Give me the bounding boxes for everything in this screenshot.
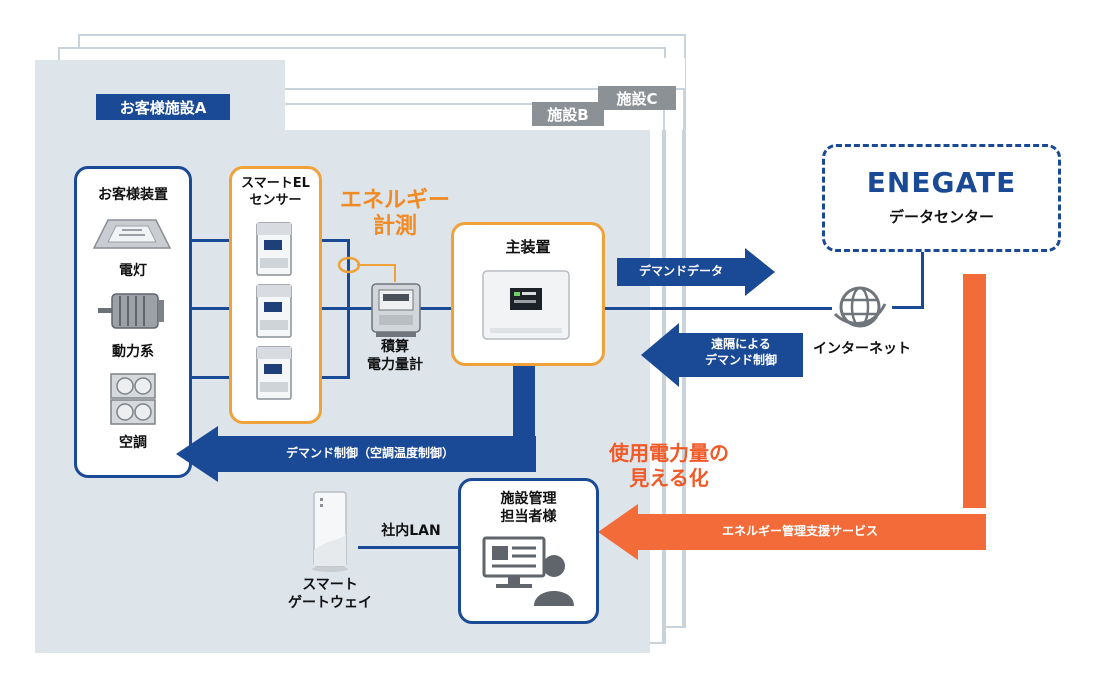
line-ct-to-meter-h (357, 264, 395, 266)
smart-gateway-label: スマート ゲートウェイ (288, 577, 372, 612)
sensor-device-1-icon (256, 222, 292, 276)
energy-service-arrow (598, 504, 986, 560)
facility-b-tag: 施設B (532, 102, 604, 126)
smart-gateway-icon (312, 491, 348, 572)
energy-measurement-label: エネルギー 計測 (339, 188, 450, 240)
line-lan (358, 546, 458, 549)
demand-control-label: デマンド制御（空調温度制御） (285, 446, 454, 460)
line-sensor-bus-2 (314, 307, 350, 310)
remote-control-label: 遠隔による デマンド制御 (704, 337, 777, 367)
demand-data-arrow (617, 248, 775, 296)
main-device-title: 主装置 (505, 238, 551, 256)
equipment-power-label: 動力系 (112, 344, 154, 360)
main-device-icon (482, 270, 570, 340)
facility-c-tag: 施設C (598, 86, 676, 110)
customer-equipment-title: お客様装置 (98, 187, 168, 203)
line-equip-sensor-3 (190, 376, 232, 379)
smart-el-sensor-title: スマートEL センサー (241, 176, 310, 208)
equipment-light-label: 電灯 (119, 263, 147, 279)
line-equip-sensor-2 (190, 307, 232, 310)
ceiling-light-icon (92, 219, 172, 249)
line-sensor-bus-3 (314, 376, 350, 379)
demand-control-arrow (176, 426, 536, 482)
remote-control-arrow (641, 323, 803, 387)
visualization-label: 使用電力量の 見える化 (609, 441, 729, 490)
sensor-device-2-icon (256, 284, 292, 338)
sensor-device-3-icon (256, 346, 292, 400)
current-transformer-icon (337, 256, 361, 274)
demand-data-label: デマンドデータ (638, 264, 723, 278)
enegate-logo: ENEGATE (866, 166, 1017, 199)
line-equip-sensor-1 (190, 239, 232, 242)
data-center-label: データセンター (888, 208, 994, 226)
facility-a-notch-line-c (285, 88, 685, 90)
line-main-internet (600, 307, 832, 310)
line-internet-dc-v (921, 246, 924, 309)
electricity-meter-icon (371, 283, 421, 337)
facility-a-notch-line-top (285, 103, 667, 105)
equipment-aircon-label: 空調 (119, 435, 147, 451)
facility-manager-label: 施設管理 担当者様 (500, 491, 557, 526)
line-main-down (513, 362, 535, 454)
internet-label: インターネット (813, 341, 911, 357)
air-conditioner-icon (110, 373, 156, 425)
line-ct-to-meter-v (394, 264, 396, 282)
line-internet-dc-h (892, 306, 924, 309)
line-sensor-bus-1 (314, 239, 350, 242)
person-computer-icon (482, 536, 574, 606)
lan-label: 社内LAN (381, 523, 441, 539)
data-center-box (822, 144, 1061, 252)
service-line-vertical (963, 274, 986, 508)
globe-icon (833, 286, 887, 328)
motor-icon (98, 293, 164, 329)
energy-service-label: エネルギー管理支援サービス (721, 524, 878, 538)
facility-a-tag: お客様施設A (96, 94, 230, 120)
meter-label: 積算 電力量計 (367, 339, 423, 374)
